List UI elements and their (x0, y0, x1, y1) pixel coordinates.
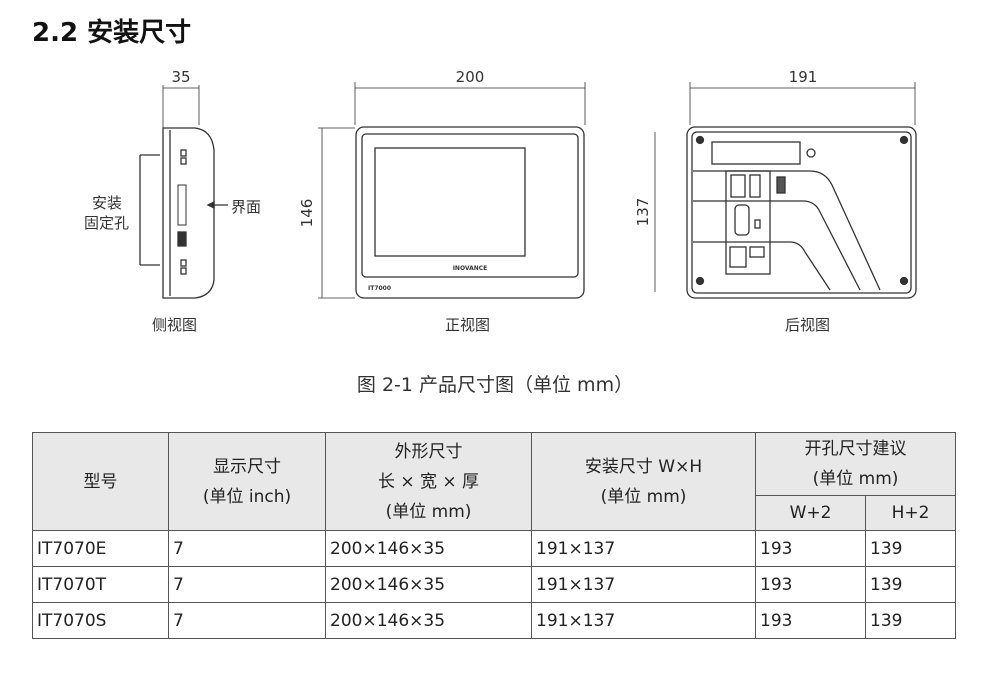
back-dim-width: 191 (789, 68, 818, 86)
front-dim-width: 200 (456, 68, 485, 86)
cell-cutout-w: 193 (755, 530, 866, 567)
dimension-table: 型号 显示尺寸(单位 inch) 外形尺寸长 × 宽 × 厚(单位 mm) 安装… (32, 432, 956, 639)
cell-display: 7 (168, 530, 326, 567)
dimension-drawings (139, 82, 917, 299)
header-cutout-w: W+2 (755, 495, 866, 531)
cell-outer: 200×146×35 (325, 566, 532, 603)
side-view-drawing (139, 85, 228, 299)
model-logo: IT7000 (368, 285, 391, 292)
cell-install: 191×137 (531, 566, 756, 603)
side-dim: 35 (171, 68, 190, 86)
cell-install: 191×137 (531, 530, 756, 567)
cell-cutout-w: 193 (755, 602, 866, 639)
cell-install: 191×137 (531, 602, 756, 639)
cell-outer: 200×146×35 (325, 530, 532, 567)
interface-label: 界面 (231, 198, 262, 216)
front-dim-height: 146 (298, 199, 316, 228)
cell-model: IT7070T (32, 566, 169, 603)
cell-cutout-h: 139 (865, 602, 956, 639)
cell-cutout-h: 139 (865, 530, 956, 567)
header-model: 型号 (32, 432, 169, 531)
header-install: 安装尺寸 W×H(单位 mm) (531, 432, 756, 531)
back-view-label: 后视图 (785, 316, 831, 334)
cell-display: 7 (168, 602, 326, 639)
header-cutout: 开孔尺寸建议(单位 mm) (755, 432, 956, 496)
cell-outer: 200×146×35 (325, 602, 532, 639)
cell-cutout-w: 193 (755, 566, 866, 603)
header-outer: 外形尺寸长 × 宽 × 厚(单位 mm) (325, 432, 532, 531)
cell-model: IT7070S (32, 602, 169, 639)
brand-logo: INOVANCE (453, 265, 488, 272)
front-view-label: 正视图 (445, 316, 491, 334)
cell-model: IT7070E (32, 530, 169, 567)
header-cutout-h: H+2 (865, 495, 956, 531)
side-view-label: 侧视图 (152, 316, 198, 334)
cell-display: 7 (168, 566, 326, 603)
back-view-drawing (654, 82, 917, 299)
back-dim-height: 137 (634, 198, 652, 227)
cell-cutout-h: 139 (865, 566, 956, 603)
hole-label-2: 固定孔 (84, 214, 130, 232)
drawing-labels: 35 200 146 191 137 INOVANCE IT7000 (171, 68, 818, 292)
header-display: 显示尺寸(单位 inch) (168, 432, 326, 531)
front-view-drawing (318, 82, 586, 299)
figure-caption: 图 2-1 产品尺寸图（单位 mm） (356, 374, 634, 396)
section-title: 2.2 安装尺寸 (32, 18, 192, 48)
hole-label-1: 安装 (92, 194, 123, 212)
